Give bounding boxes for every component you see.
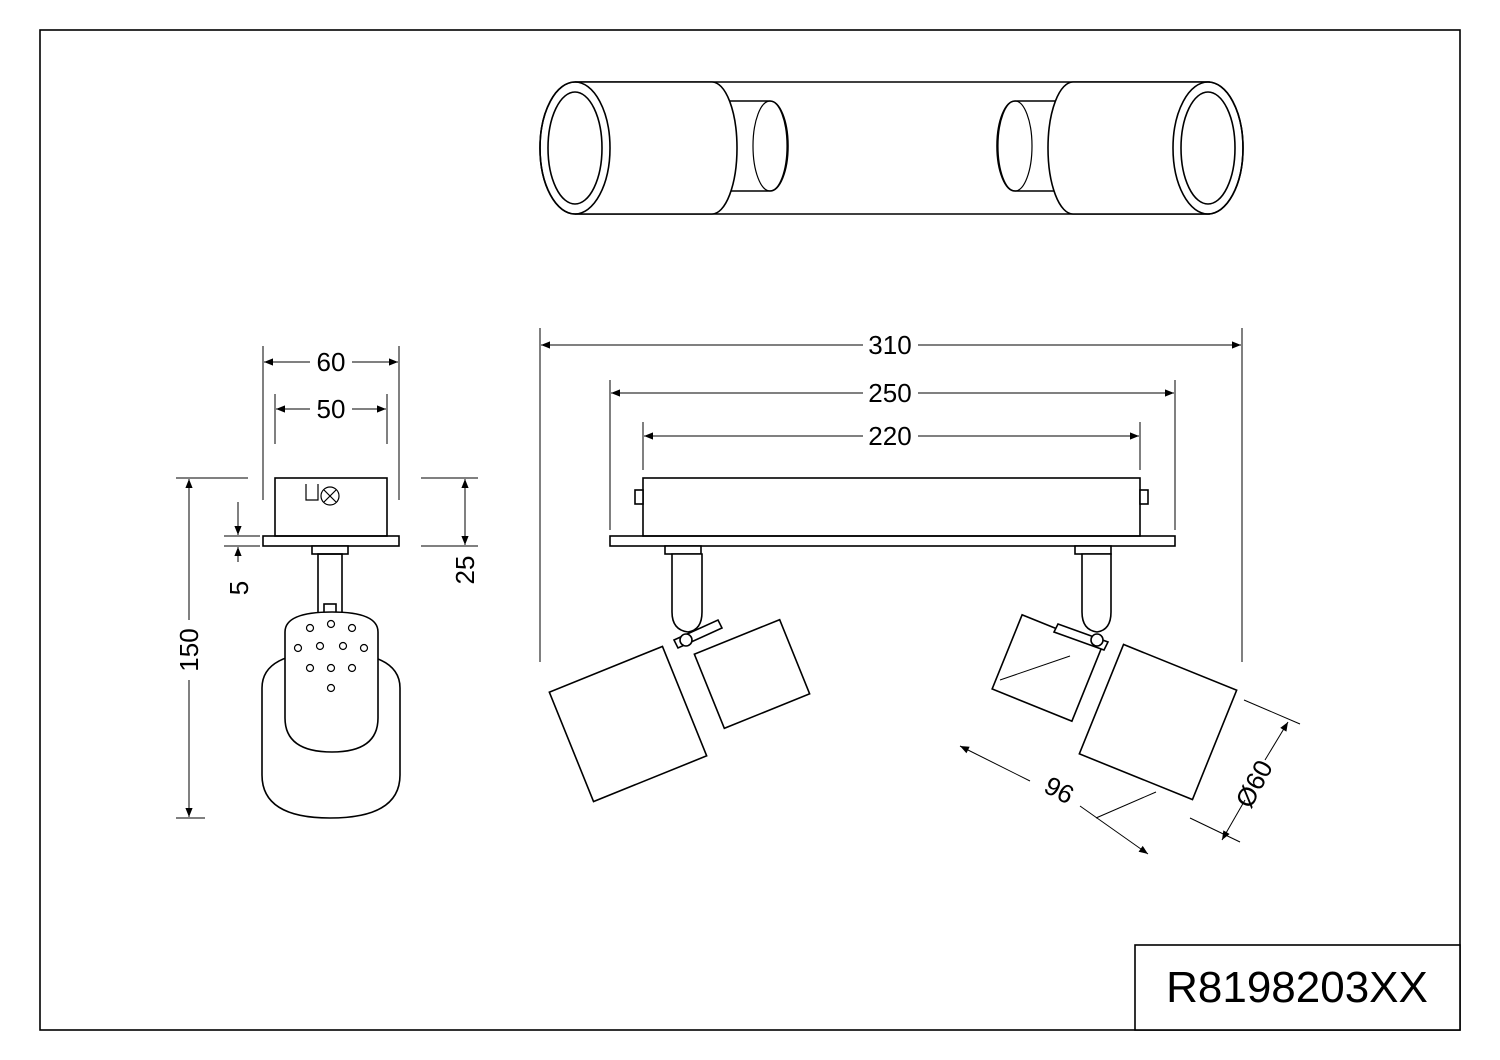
shade-diameter-label: Ø60 bbox=[1229, 755, 1279, 812]
plate-thickness-label: 5 bbox=[224, 581, 254, 595]
overall-length-label: 310 bbox=[868, 330, 911, 360]
shade-length-label: 96 bbox=[1039, 770, 1079, 810]
title-block: R8198203XX bbox=[1134, 944, 1461, 1031]
base-width-label: 50 bbox=[317, 394, 346, 424]
plate-length-label: 250 bbox=[868, 378, 911, 408]
left-spotlight bbox=[548, 545, 811, 803]
side-view: 60 50 150 5 25 bbox=[174, 346, 480, 819]
overall-height-label: 150 bbox=[174, 628, 204, 671]
plate-width-label: 60 bbox=[317, 347, 346, 377]
right-spotlight bbox=[991, 545, 1238, 801]
hole-spacing-label: 220 bbox=[868, 421, 911, 451]
part-number: R8198203XX bbox=[1166, 963, 1428, 1012]
front-view: 310 250 220 96 Ø60 bbox=[539, 328, 1301, 855]
ventilation-holes bbox=[293, 619, 369, 693]
drawing-border bbox=[39, 29, 1461, 1031]
top-view bbox=[539, 81, 1244, 215]
base-height-label: 25 bbox=[450, 556, 480, 585]
